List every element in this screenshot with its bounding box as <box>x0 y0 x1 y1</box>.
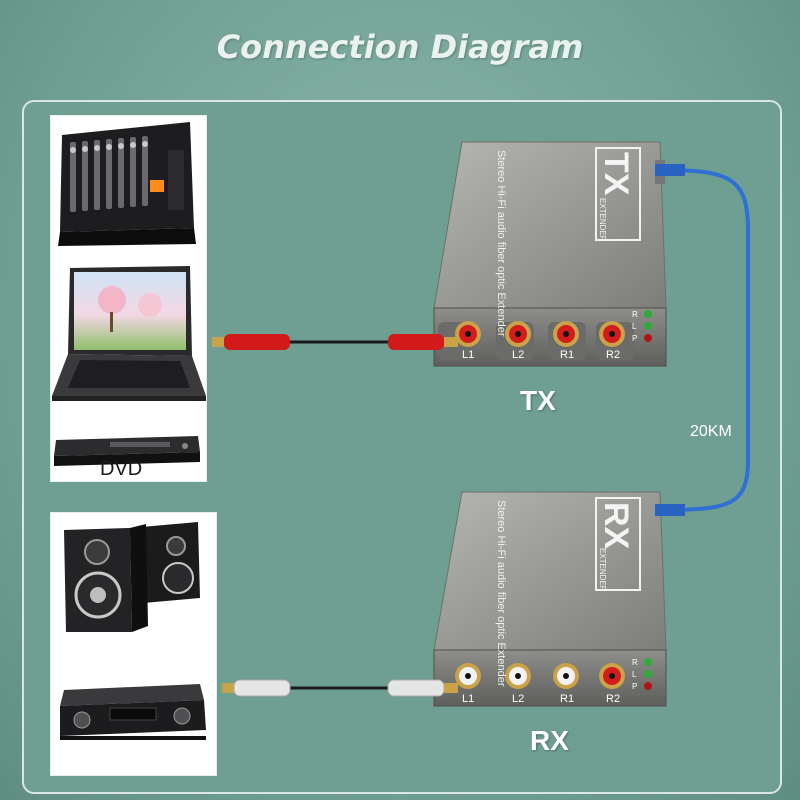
tx-port-label: L2 <box>512 349 524 361</box>
rx-port-label: R2 <box>606 693 620 705</box>
tx-port-label: L1 <box>462 349 474 361</box>
audio-mixer-icon <box>58 122 196 246</box>
dvd-player-icon <box>54 436 200 466</box>
distance-label: 20KM <box>690 423 732 440</box>
rx-led-label: L <box>632 670 637 679</box>
rx-label: RX <box>530 725 569 756</box>
fiber-optic-cable <box>655 164 750 516</box>
tx-badge: TX <box>597 152 635 196</box>
rx-rca-cable <box>222 679 458 697</box>
rx-badge-sub: EXTENDER <box>598 548 607 592</box>
rx-port-label: L1 <box>462 693 474 705</box>
rx-port-label: L2 <box>512 693 524 705</box>
rx-led-label: P <box>632 682 637 691</box>
rx-badge: RX <box>597 502 635 550</box>
amplifier-icon <box>60 684 206 740</box>
tx-port-label: R2 <box>606 349 620 361</box>
tx-label: TX <box>520 385 556 416</box>
tx-led-label: P <box>632 334 637 343</box>
tx-led-label: L <box>632 322 637 331</box>
tx-port-label: R1 <box>560 349 574 361</box>
tx-led-label: R <box>632 310 638 319</box>
page-title: Connection Diagram <box>216 28 584 66</box>
rx-product-text: Stereo Hi-Fi audio fiber optic Extender <box>495 500 507 687</box>
tx-rca-cable <box>212 334 458 350</box>
tx-product-text: Stereo Hi-Fi audio fiber optic Extender <box>495 150 507 337</box>
rx-device <box>433 491 667 707</box>
rx-led-label: R <box>632 658 638 667</box>
speakers-icon <box>64 522 200 632</box>
dvd-label: DVD <box>100 458 143 480</box>
tx-badge-sub: EXTENDER <box>598 198 607 242</box>
laptop-icon <box>52 266 206 401</box>
tx-device <box>433 141 667 367</box>
rx-port-label: R1 <box>560 693 574 705</box>
